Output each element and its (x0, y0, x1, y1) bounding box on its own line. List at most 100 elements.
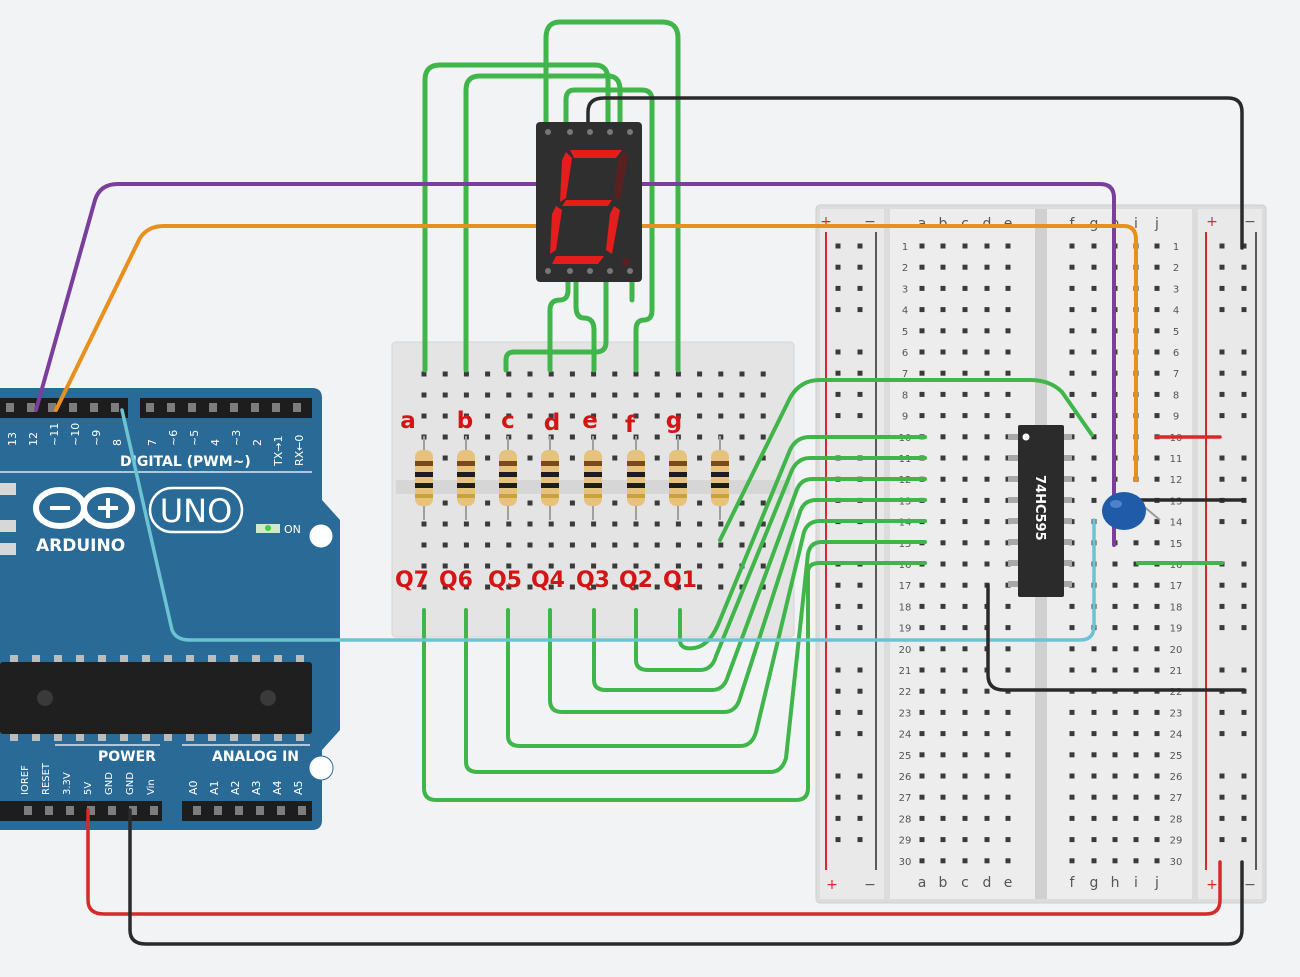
breadboard-hole[interactable] (1069, 858, 1075, 864)
breadboard-hole[interactable] (1154, 413, 1160, 419)
breadboard-hole[interactable] (962, 455, 968, 461)
resistor[interactable] (669, 436, 687, 520)
breadboard-hole[interactable] (919, 328, 925, 334)
breadboard-hole[interactable] (1112, 667, 1118, 673)
breadboard-hole[interactable] (984, 561, 990, 567)
rail-hole[interactable] (1241, 307, 1247, 313)
breadboard-hole[interactable] (1005, 349, 1011, 355)
rail-hole[interactable] (1241, 455, 1247, 461)
small-breadboard-hole[interactable] (697, 500, 703, 506)
breadboard-hole[interactable] (984, 391, 990, 397)
breadboard-hole[interactable] (940, 561, 946, 567)
resistor[interactable] (627, 436, 645, 520)
small-breadboard-hole[interactable] (569, 542, 575, 548)
rail-hole[interactable] (1241, 731, 1247, 737)
small-breadboard-hole[interactable] (718, 413, 724, 419)
small-breadboard-hole[interactable] (760, 413, 766, 419)
breadboard-hole[interactable] (962, 794, 968, 800)
rail-hole[interactable] (835, 625, 841, 631)
rail-hole[interactable] (835, 603, 841, 609)
small-breadboard-hole[interactable] (569, 584, 575, 590)
breadboard-hole[interactable] (1091, 328, 1097, 334)
breadboard-hole[interactable] (984, 815, 990, 821)
small-breadboard-hole[interactable] (527, 500, 533, 506)
rail-hole[interactable] (835, 688, 841, 694)
rail-hole[interactable] (857, 815, 863, 821)
small-breadboard-hole[interactable] (463, 521, 469, 527)
breadboard-hole[interactable] (1154, 540, 1160, 546)
breadboard-hole[interactable] (1154, 264, 1160, 270)
breadboard-hole[interactable] (940, 434, 946, 440)
rail-hole[interactable] (835, 413, 841, 419)
breadboard-hole[interactable] (1005, 285, 1011, 291)
rail-hole[interactable] (1219, 307, 1225, 313)
breadboard-hole[interactable] (1112, 646, 1118, 652)
small-breadboard-hole[interactable] (506, 371, 512, 377)
small-breadboard-hole[interactable] (612, 434, 618, 440)
rail-hole[interactable] (857, 625, 863, 631)
rail-hole[interactable] (857, 582, 863, 588)
small-breadboard-hole[interactable] (485, 455, 491, 461)
small-breadboard-hole[interactable] (760, 563, 766, 569)
breadboard-hole[interactable] (1133, 731, 1139, 737)
breadboard-hole[interactable] (940, 815, 946, 821)
small-breadboard-hole[interactable] (654, 371, 660, 377)
breadboard-hole[interactable] (1091, 243, 1097, 249)
breadboard-hole[interactable] (1069, 709, 1075, 715)
small-breadboard-hole[interactable] (612, 455, 618, 461)
breadboard-hole[interactable] (962, 646, 968, 652)
breadboard-hole[interactable] (1154, 794, 1160, 800)
breadboard-hole[interactable] (1069, 264, 1075, 270)
breadboard-hole[interactable] (940, 837, 946, 843)
power-header[interactable] (0, 801, 162, 821)
breadboard-hole[interactable] (962, 731, 968, 737)
breadboard-hole[interactable] (1091, 667, 1097, 673)
rail-hole[interactable] (1219, 773, 1225, 779)
rail-hole[interactable] (835, 794, 841, 800)
breadboard-hole[interactable] (940, 413, 946, 419)
breadboard-hole[interactable] (984, 752, 990, 758)
breadboard-hole[interactable] (1112, 603, 1118, 609)
breadboard-hole[interactable] (962, 540, 968, 546)
small-breadboard-hole[interactable] (527, 542, 533, 548)
breadboard-hole[interactable] (1154, 582, 1160, 588)
small-breadboard-hole[interactable] (739, 371, 745, 377)
breadboard-hole[interactable] (1069, 815, 1075, 821)
rail-hole[interactable] (1219, 413, 1225, 419)
small-breadboard-hole[interactable] (506, 542, 512, 548)
small-breadboard-hole[interactable] (569, 455, 575, 461)
breadboard-hole[interactable] (984, 434, 990, 440)
rail-hole[interactable] (1219, 370, 1225, 376)
breadboard-hole[interactable] (940, 497, 946, 503)
breadboard-hole[interactable] (940, 646, 946, 652)
breadboard-hole[interactable] (919, 731, 925, 737)
breadboard-hole[interactable] (1154, 307, 1160, 313)
rail-hole[interactable] (857, 688, 863, 694)
rail-hole[interactable] (1219, 582, 1225, 588)
small-breadboard-hole[interactable] (548, 521, 554, 527)
rail-hole[interactable] (835, 243, 841, 249)
small-breadboard-hole[interactable] (421, 371, 427, 377)
rail-hole[interactable] (835, 815, 841, 821)
rail-hole[interactable] (1241, 285, 1247, 291)
breadboard-hole[interactable] (1091, 815, 1097, 821)
rail-hole[interactable] (1241, 370, 1247, 376)
rail-hole[interactable] (1241, 582, 1247, 588)
small-breadboard-hole[interactable] (442, 455, 448, 461)
breadboard-hole[interactable] (1112, 773, 1118, 779)
breadboard-hole[interactable] (1154, 815, 1160, 821)
breadboard-hole[interactable] (940, 688, 946, 694)
small-breadboard-hole[interactable] (633, 584, 639, 590)
breadboard-hole[interactable] (919, 752, 925, 758)
rail-hole[interactable] (1241, 264, 1247, 270)
breadboard-hole[interactable] (940, 752, 946, 758)
breadboard-hole[interactable] (940, 709, 946, 715)
breadboard-hole[interactable] (940, 625, 946, 631)
breadboard-hole[interactable] (1091, 370, 1097, 376)
small-breadboard-hole[interactable] (442, 392, 448, 398)
small-breadboard-hole[interactable] (442, 521, 448, 527)
breadboard-hole[interactable] (1091, 476, 1097, 482)
breadboard-hole[interactable] (940, 476, 946, 482)
breadboard-hole[interactable] (1154, 837, 1160, 843)
breadboard-hole[interactable] (984, 328, 990, 334)
